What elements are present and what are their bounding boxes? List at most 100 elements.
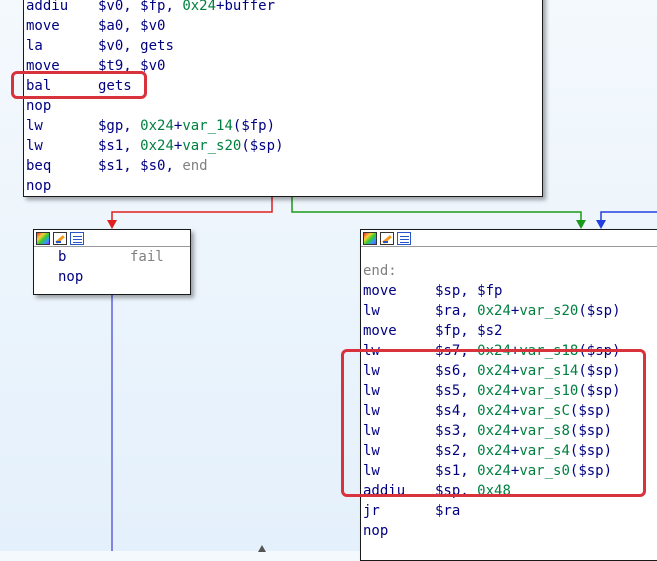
edit-node-icon[interactable]	[380, 231, 394, 245]
instruction-operand: +	[173, 138, 183, 154]
instruction-operand: buffer	[224, 0, 276, 14]
instruction-line[interactable]: nop	[24, 176, 542, 196]
instruction-operand: +	[173, 118, 183, 134]
instruction-mnemonic: la	[26, 38, 43, 54]
instruction-operand: $sp	[578, 423, 604, 439]
instruction-mnemonic: b	[58, 249, 67, 265]
instruction-line[interactable]: nop	[361, 521, 657, 541]
instruction-operand: $sp	[435, 483, 461, 499]
instruction-operand: +	[510, 383, 520, 399]
instruction-operand: 0x24	[477, 423, 511, 439]
list-view-icon[interactable]	[70, 231, 84, 245]
instruction-mnemonic: nop	[26, 178, 52, 194]
instruction-line[interactable]: move$sp, $fp	[361, 281, 657, 301]
instruction-line[interactable]: move$fp, $s2	[361, 321, 657, 341]
graph-view-icon[interactable]	[363, 231, 377, 245]
instruction-line[interactable]: addiu$sp, 0x48	[361, 481, 657, 501]
instruction-operand: ,	[460, 483, 478, 499]
instruction-operand: ,	[460, 323, 478, 339]
instruction-mnemonic: addiu	[26, 0, 69, 14]
instruction-operand: ,	[460, 463, 478, 479]
end-label: end:	[363, 263, 397, 279]
instruction-mnemonic: lw	[363, 383, 380, 399]
instruction-operand: $s1	[98, 158, 124, 174]
instruction-operand: ,	[123, 138, 141, 154]
instruction-mnemonic: move	[363, 283, 397, 299]
instruction-operand: var_s14	[519, 363, 579, 379]
end-block-header	[361, 230, 657, 247]
instruction-line[interactable]: lw$gp, 0x24+var_14($fp)	[24, 116, 542, 136]
instruction-operand: $fp	[140, 0, 166, 14]
instruction-line[interactable]: lw$ra, 0x24+var_s20($sp)	[361, 301, 657, 321]
instruction-operand: +	[216, 0, 225, 14]
instruction-operand: $s5	[435, 383, 461, 399]
instruction-operand: $ra	[435, 503, 461, 519]
instruction-operand: 0x24	[140, 118, 174, 134]
instruction-line[interactable]: beq$s1, $s0, end	[24, 156, 542, 176]
instruction-line[interactable]: addiu$v0, $fp, 0x24+buffer	[24, 0, 542, 16]
instruction-operand: $s4	[435, 403, 461, 419]
blank-line	[361, 247, 657, 261]
instruction-operand: ,	[123, 18, 141, 34]
instruction-operand: $gp	[98, 118, 124, 134]
instruction-operand: 0x24	[477, 403, 511, 419]
instruction-operand: ,	[460, 363, 478, 379]
instruction-operand: $sp	[586, 343, 613, 359]
instruction-line[interactable]: lw$s7, 0x24+var_s18($sp)	[361, 341, 657, 361]
list-view-icon[interactable]	[397, 231, 411, 245]
instruction-operand: (	[569, 463, 579, 479]
instruction-operand: ,	[123, 0, 141, 14]
instruction-operand: (	[569, 423, 579, 439]
instruction-operand: $s3	[435, 423, 461, 439]
instruction-mnemonic: lw	[363, 363, 380, 379]
instruction-line[interactable]: move$a0, $v0	[24, 16, 542, 36]
instruction-line[interactable]: la$v0, gets	[24, 36, 542, 56]
instruction-operand: +	[510, 443, 520, 459]
instruction-line[interactable]: lw$s3, 0x24+var_s8($sp)	[361, 421, 657, 441]
instruction-line[interactable]: lw$s6, 0x24+var_s14($sp)	[361, 361, 657, 381]
instruction-operand: 0x48	[477, 483, 511, 499]
instruction-operand: +	[510, 423, 520, 439]
instruction-operand: )	[275, 138, 284, 154]
instruction-mnemonic: move	[26, 18, 60, 34]
instruction-line[interactable]: lw$s5, 0x24+var_s10($sp)	[361, 381, 657, 401]
instruction-line[interactable]: lw$s2, 0x24+var_s4($sp)	[361, 441, 657, 461]
instruction-operand: 0x24	[477, 383, 511, 399]
instruction-operand: )	[612, 383, 621, 399]
instruction-line[interactable]: jr$ra	[361, 501, 657, 521]
edge-true-branch	[291, 196, 582, 222]
instruction-operand: ,	[460, 383, 478, 399]
instruction-operand: $v0	[140, 58, 166, 74]
instruction-operand: $sp	[586, 363, 613, 379]
instruction-operand: (	[578, 303, 587, 319]
graph-view-icon[interactable]	[36, 231, 50, 245]
instruction-mnemonic: lw	[26, 118, 43, 134]
instruction-line[interactable]: lw$s1, 0x24+var_s20($sp)	[24, 136, 542, 156]
instruction-operand: (	[578, 343, 587, 359]
instruction-operand: $s1	[435, 463, 461, 479]
instruction-operand: $sp	[586, 303, 613, 319]
edit-node-icon[interactable]	[53, 231, 67, 245]
instruction-operand: (	[232, 118, 242, 134]
instruction-operand: +	[510, 403, 520, 419]
instruction-line[interactable]: nop	[24, 96, 542, 116]
instruction-mnemonic: lw	[363, 423, 380, 439]
instruction-line[interactable]: nop	[56, 267, 190, 287]
edge-false-branch	[111, 196, 273, 222]
instruction-operand: +	[510, 363, 520, 379]
instruction-operand: $s2	[477, 323, 503, 339]
instruction-line[interactable]: lw$s4, 0x24+var_sC($sp)	[361, 401, 657, 421]
edge-jump-arrow-head	[596, 220, 606, 229]
instruction-operand: ,	[460, 423, 478, 439]
instruction-mnemonic: lw	[363, 343, 380, 359]
instruction-line[interactable]: move$t9, $v0	[24, 56, 542, 76]
instruction-line[interactable]: lw$s1, 0x24+var_s0($sp)	[361, 461, 657, 481]
instruction-mnemonic: lw	[363, 303, 380, 319]
instruction-operand: $v0	[140, 18, 166, 34]
